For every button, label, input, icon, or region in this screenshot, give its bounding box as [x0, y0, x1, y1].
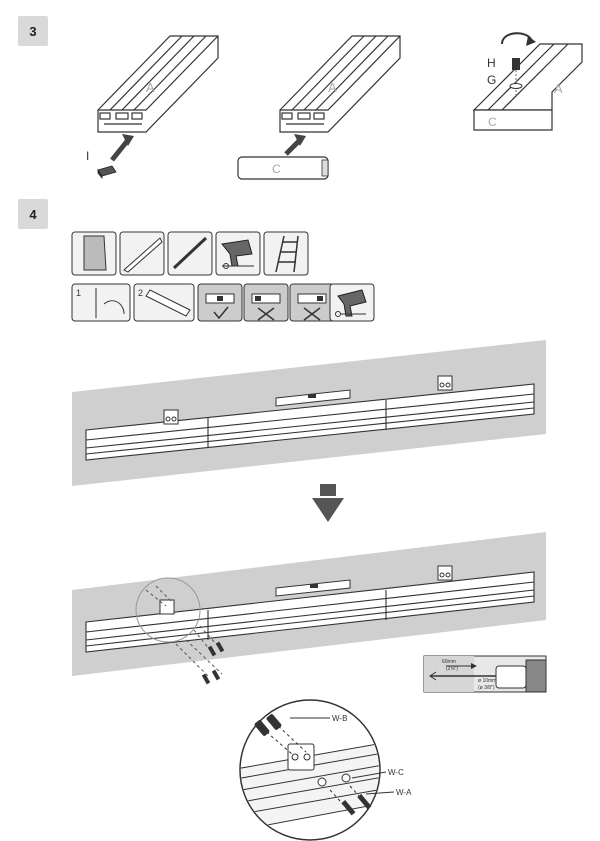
rotate-arrowhead: [526, 36, 536, 46]
drill-depth-detail: [423, 655, 547, 693]
part-i-clip: [97, 165, 117, 180]
label-a-2: A: [328, 80, 337, 95]
insert-arrow-2: [284, 138, 302, 156]
label-a-1: A: [146, 80, 155, 95]
drill-depth-mm: 60mm: [442, 659, 456, 665]
insert-arrow-head-1: [122, 134, 134, 146]
level-tool-top: [275, 389, 351, 407]
ladder-icon: [263, 231, 309, 276]
drill-diameter-mm: ø 10mm: [478, 678, 496, 684]
detail-callout-circle: [135, 577, 201, 643]
dashed-screw-lines: [145, 585, 223, 679]
down-arrow-icon: [312, 484, 344, 522]
label-w-c: W-C: [388, 768, 404, 777]
tool-tiles-row-2: 1 2: [71, 283, 375, 322]
step3-rail-end-3: [472, 43, 583, 131]
label-g: G: [487, 73, 496, 87]
label-h: H: [487, 56, 496, 70]
callout-line-wc: [351, 771, 387, 779]
callout-line-wa: [365, 791, 395, 795]
level-tool-bottom: [275, 579, 351, 597]
brackets-bottom: [159, 565, 453, 615]
label-i: I: [86, 149, 89, 163]
label-c-1: C: [272, 162, 281, 176]
label-w-b: W-B: [332, 714, 347, 723]
drill-depth-in: (2⅜"): [446, 666, 458, 672]
step3-rail-end-2: [279, 35, 401, 133]
insert-arrow-1: [110, 138, 130, 162]
zoom-detail-circle: [239, 699, 381, 841]
label-w-a: W-A: [396, 788, 412, 797]
insert-arrow-head-2: [294, 134, 306, 146]
step-3-badge: 3: [18, 16, 48, 46]
brackets-top: [163, 375, 453, 425]
end-cap-c: [237, 156, 329, 180]
check-wall-tile-icon: [71, 283, 131, 322]
label-c-2: C: [488, 115, 497, 129]
drill-diameter-in: (ø 3/8"): [478, 685, 495, 691]
tile-number-2: 2: [138, 288, 143, 298]
tool-tiles-row-1: [71, 231, 309, 276]
rail-bottom: [85, 571, 535, 653]
step3-rail-end-1: [97, 35, 219, 133]
tile-number-1: 1: [76, 288, 81, 298]
step-4-badge: 4: [18, 199, 48, 229]
washer-g: [509, 83, 523, 89]
label-a-3: A: [554, 81, 563, 96]
screws-bottom: [201, 641, 225, 685]
rail-top: [85, 383, 535, 461]
